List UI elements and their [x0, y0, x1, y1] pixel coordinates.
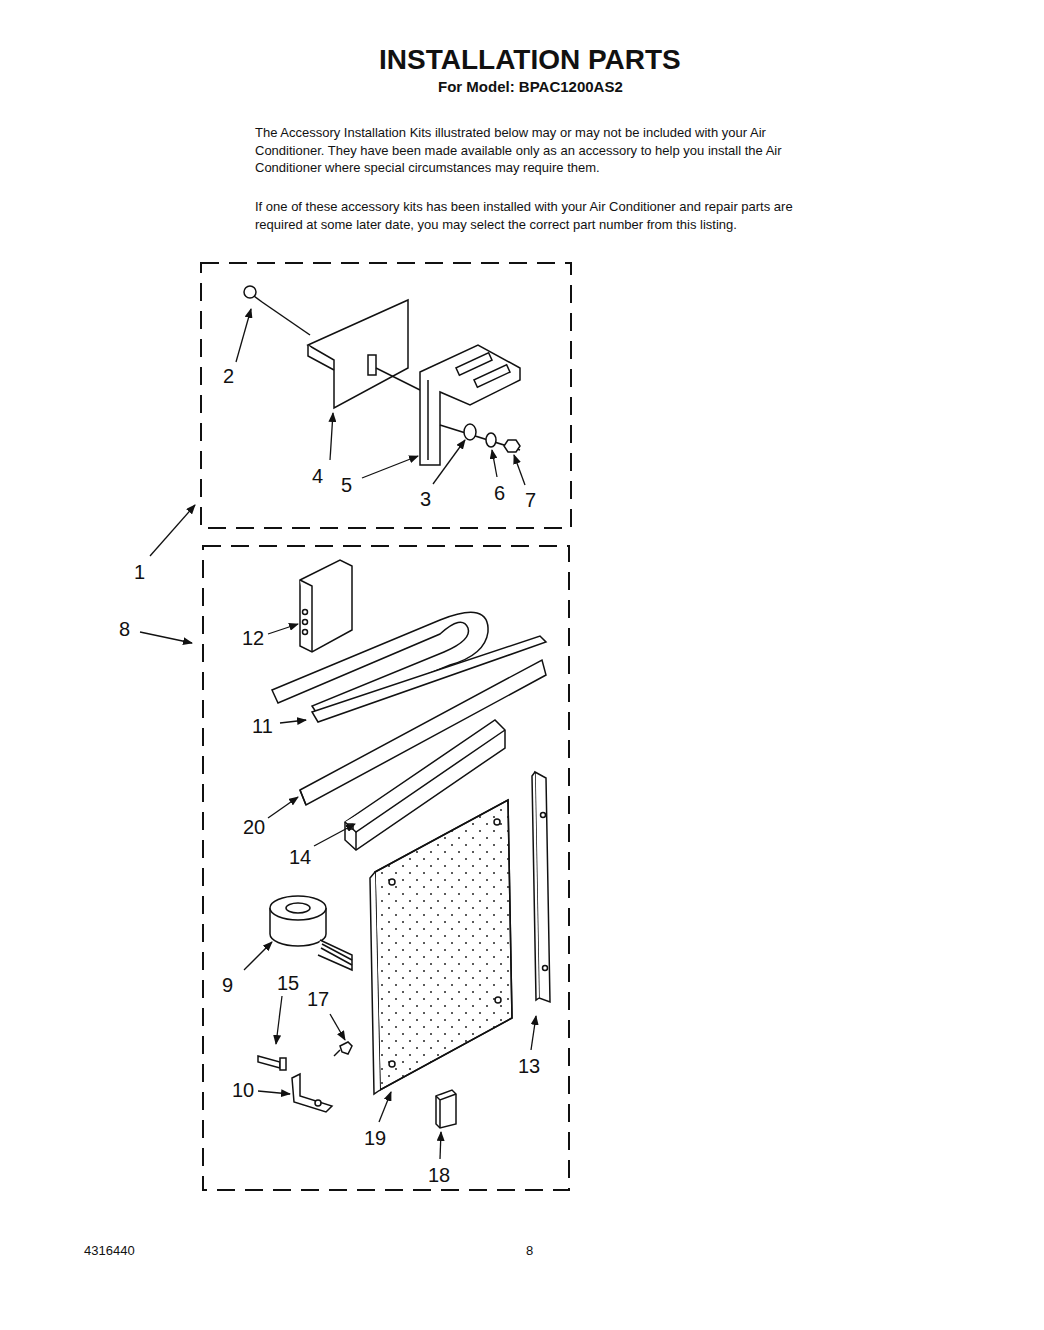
side-strip [532, 772, 550, 1002]
intro-note: The Accessory Installation Kits illustra… [255, 124, 795, 177]
callout-number: 14 [289, 846, 311, 869]
document-number: 4316440 [84, 1244, 135, 1259]
callout-number: 13 [518, 1055, 540, 1078]
cover-plate [308, 300, 408, 408]
page-number: 8 [526, 1244, 533, 1259]
kit-box [201, 263, 571, 528]
screw [244, 286, 262, 302]
foam-block [300, 560, 352, 652]
kit-box [203, 546, 569, 1190]
tape-roll [270, 896, 352, 970]
callout-number: 8 [119, 618, 130, 641]
callout-number: 1 [134, 561, 145, 584]
callout-number: 18 [428, 1164, 450, 1187]
intro-note: If one of these accessory kits has been … [255, 198, 795, 233]
callout-number: 20 [243, 816, 265, 839]
screw [258, 1056, 286, 1070]
callout-number: 10 [232, 1079, 254, 1102]
callout-number: 2 [223, 365, 234, 388]
washer [464, 424, 476, 440]
callout-number: 12 [242, 627, 264, 650]
callout-number: 4 [312, 465, 323, 488]
callout-number: 11 [252, 715, 273, 738]
callout-number: 3 [420, 488, 431, 511]
nut [504, 440, 520, 452]
model-subtitle: For Model: BPAC1200AS2 [438, 78, 623, 95]
callout-number: 7 [525, 489, 536, 512]
callout-number: 9 [222, 974, 233, 997]
callout-number: 5 [341, 474, 352, 497]
block [436, 1090, 456, 1128]
mounting-bracket [292, 1074, 332, 1112]
screw [334, 1042, 352, 1056]
callout-number: 19 [364, 1127, 386, 1150]
bracket [420, 345, 520, 465]
callout-number: 17 [307, 988, 329, 1011]
lock-washer [486, 433, 496, 447]
page-title: INSTALLATION PARTS [379, 44, 681, 76]
callout-number: 15 [277, 972, 299, 995]
callout-number: 6 [494, 482, 505, 505]
leader-lines [140, 309, 536, 1159]
side-panel [370, 800, 512, 1094]
